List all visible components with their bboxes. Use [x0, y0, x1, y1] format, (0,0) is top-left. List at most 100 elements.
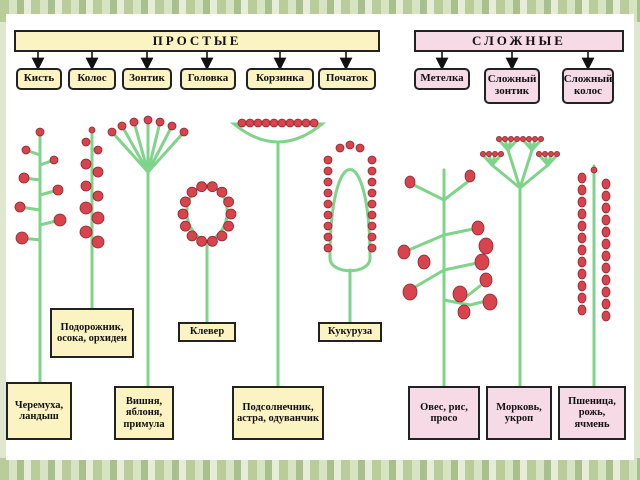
flower-slozhny-kolos	[577, 244, 587, 256]
flower-pochatok	[323, 177, 333, 187]
flower-pochatok	[367, 243, 377, 253]
flower-slozhny-zontik	[538, 135, 545, 142]
type-golovka: Головка	[180, 68, 236, 90]
example-podorozhnik: Подорожник, осока, орхидеи	[50, 308, 134, 358]
flower-zontik	[167, 121, 177, 131]
flower-korzinka	[301, 118, 311, 128]
stem-slozhny-zontik-ray	[518, 163, 550, 190]
flower-pochatok	[367, 232, 377, 242]
flower-metelka	[474, 253, 490, 271]
flower-golovka	[179, 220, 191, 232]
flower-pochatok	[367, 199, 377, 209]
flower-kolos	[81, 137, 91, 147]
flower-slozhny-kolos	[577, 184, 587, 196]
flower-pochatok	[367, 188, 377, 198]
stem-zontik-ray	[146, 124, 174, 174]
stem-pochatok-cob	[328, 168, 372, 273]
flower-pochatok	[335, 143, 345, 153]
flower-golovka	[225, 208, 237, 220]
flower-zontik	[117, 121, 127, 131]
flower-slozhny-kolos	[601, 226, 611, 238]
flower-pochatok	[355, 143, 365, 153]
flower-kist	[53, 213, 67, 227]
flower-korzinka	[269, 118, 279, 128]
flower-slozhny-kolos	[577, 220, 587, 232]
stem-metelka-branch	[442, 298, 472, 307]
flower-metelka	[452, 285, 468, 303]
type-kist: Кисть	[16, 68, 62, 90]
flower-slozhny-zontik	[526, 135, 533, 142]
flower-pochatok	[345, 140, 355, 150]
flower-kolos	[88, 126, 96, 134]
flower-metelka	[404, 175, 416, 189]
flower-kist	[21, 145, 31, 155]
flower-korzinka	[261, 118, 271, 128]
flower-metelka	[457, 304, 471, 320]
flower-pochatok	[367, 221, 377, 231]
flower-slozhny-zontik	[520, 135, 527, 142]
flower-golovka	[177, 208, 189, 220]
flower-slozhny-zontik	[507, 135, 514, 142]
stem-slozhny-zontik-raylet	[506, 138, 519, 152]
stem-slozhny-zontik-ray	[490, 163, 522, 190]
flower-korzinka	[237, 118, 247, 128]
type-slozhny-zontik: Сложный зонтик	[484, 68, 540, 104]
stem-metelka-branch	[412, 183, 446, 202]
flower-golovka	[206, 235, 218, 247]
flower-kist	[49, 155, 59, 165]
flower-pochatok	[323, 199, 333, 209]
flower-korzinka	[277, 118, 287, 128]
flower-metelka	[479, 272, 493, 288]
stem-zontik-ray	[110, 130, 150, 174]
flower-pochatok	[323, 221, 333, 231]
flower-korzinka	[245, 118, 255, 128]
flower-slozhny-zontik	[485, 150, 492, 157]
flower-korzinka	[253, 118, 263, 128]
flower-pochatok	[367, 166, 377, 176]
flower-metelka	[417, 254, 431, 270]
example-podsolnechnik: Подсолнечник, астра, одуванчик	[232, 386, 324, 440]
stem-zontik-ray	[120, 124, 150, 174]
flower-pochatok	[367, 210, 377, 220]
example-pshenitsa: Пшеница, рожь, ячмень	[558, 386, 626, 440]
example-kukuruza: Кукуруза	[318, 322, 382, 342]
flower-golovka	[196, 181, 208, 193]
type-pochatok: Початок	[318, 68, 376, 90]
flower-kist	[18, 172, 30, 184]
flower-slozhny-kolos	[601, 262, 611, 274]
example-vishnya: Вишня, яблоня, примула	[114, 386, 174, 440]
flower-metelka	[402, 283, 418, 301]
stems	[18, 118, 596, 388]
flower-slozhny-kolos	[577, 268, 587, 280]
flower-slozhny-zontik	[548, 150, 555, 157]
stem-metelka-branch	[402, 233, 446, 254]
flower-pochatok	[323, 155, 333, 165]
flower-pochatok	[367, 155, 377, 165]
flower-slozhny-zontik	[542, 150, 549, 157]
flower-zontik	[129, 117, 139, 127]
flower-pochatok	[323, 166, 333, 176]
flower-kolos	[92, 166, 104, 178]
flower-slozhny-zontik	[491, 150, 498, 157]
flower-zontik	[179, 127, 189, 137]
type-metelka: Метелка	[414, 68, 470, 90]
flower-metelka	[464, 169, 476, 183]
flower-kolos	[91, 235, 105, 249]
flower-pochatok	[367, 177, 377, 187]
flower-slozhny-kolos	[577, 304, 587, 316]
flower-golovka	[206, 181, 218, 193]
flower-kolos	[80, 158, 92, 170]
stem-zontik-ray	[146, 120, 162, 174]
header-simple: ПРОСТЫЕ	[14, 30, 380, 52]
stem-zontik-ray	[132, 120, 150, 174]
flower-slozhny-kolos	[601, 286, 611, 298]
stem-slozhny-zontik-raylet	[530, 138, 543, 152]
flower-slozhny-kolos	[601, 214, 611, 226]
flower-slozhny-kolos	[601, 250, 611, 262]
flower-metelka	[478, 237, 494, 255]
flower-slozhny-zontik	[479, 150, 486, 157]
flower-slozhny-kolos	[577, 292, 587, 304]
flower-golovka	[223, 220, 235, 232]
flower-metelka	[471, 220, 485, 236]
